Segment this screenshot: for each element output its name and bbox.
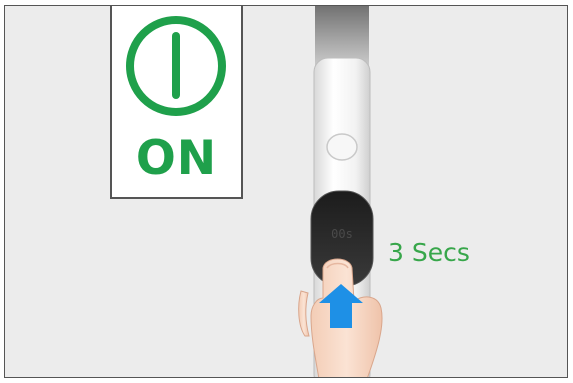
power-on-card: ON [110, 6, 243, 199]
hand-layer: 00s [5, 6, 568, 378]
hold-duration-label: 3 Secs [388, 238, 470, 267]
power-icon [112, 6, 241, 126]
power-on-label: ON [112, 131, 241, 186]
display-readout: 00s [331, 227, 353, 241]
instruction-panel: 00s ON 3 Secs [4, 5, 568, 378]
